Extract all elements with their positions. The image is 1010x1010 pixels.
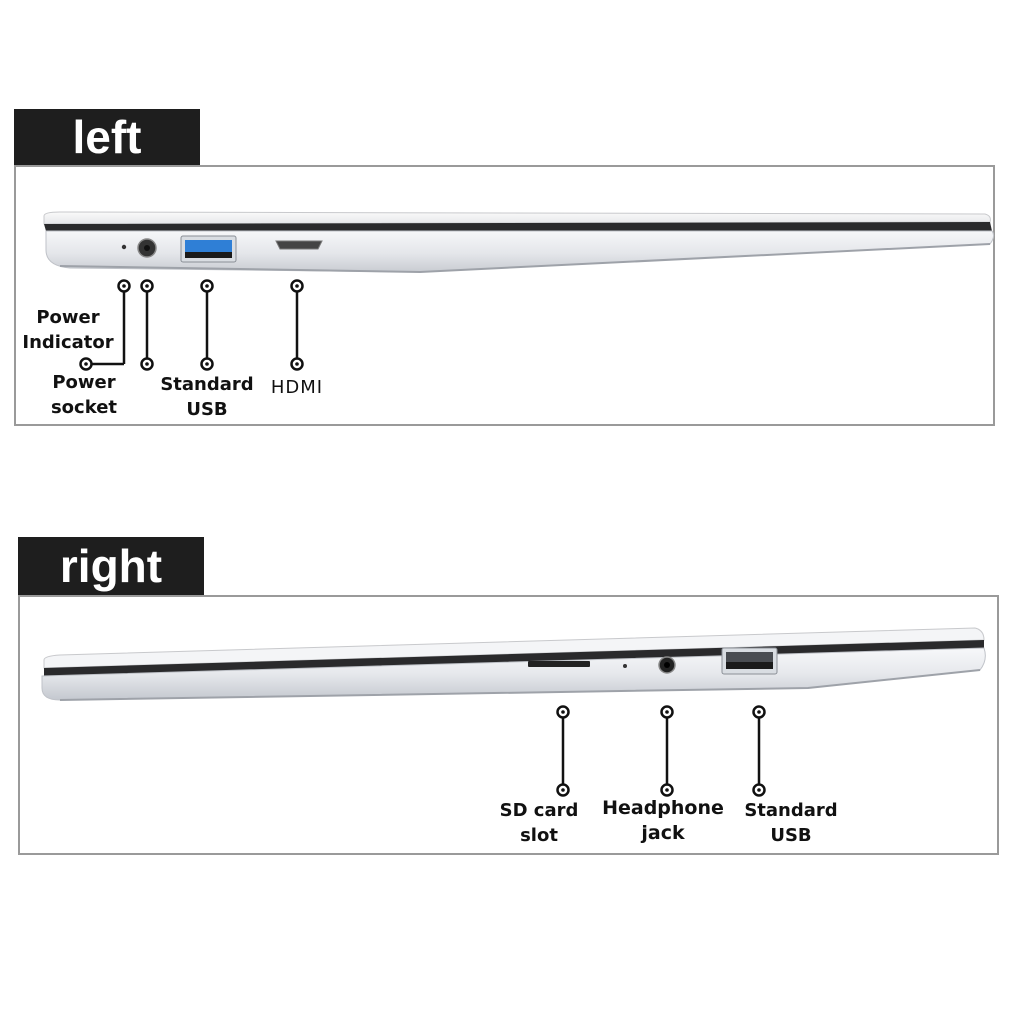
left-side-frame xyxy=(14,165,995,426)
usb3-port-icon xyxy=(180,235,237,263)
label-standard-usb-right: Standard USB xyxy=(744,800,838,846)
hdmi-port-icon xyxy=(275,240,323,250)
left-laptop-lid xyxy=(43,211,992,231)
usb-port-icon xyxy=(721,647,778,675)
right-callout-lines xyxy=(556,705,766,797)
left-section-tag: left xyxy=(14,109,200,165)
right-section-tag: right xyxy=(18,537,204,595)
headphone-status-led xyxy=(623,664,627,668)
label-sd-card-slot: SD card slot xyxy=(499,800,579,846)
power-socket-icon xyxy=(137,238,157,258)
label-headphone-jack: Headphone jack xyxy=(602,797,724,844)
label-hdmi: HDMI xyxy=(270,377,324,398)
headphone-jack-icon xyxy=(658,656,676,674)
label-power-socket: Power socket xyxy=(50,372,118,418)
power-indicator-led xyxy=(121,244,127,250)
label-power-indicator: Power Indicator xyxy=(22,307,114,353)
label-standard-usb-left: Standard USB xyxy=(160,374,254,420)
sd-slot-icon xyxy=(528,661,590,667)
